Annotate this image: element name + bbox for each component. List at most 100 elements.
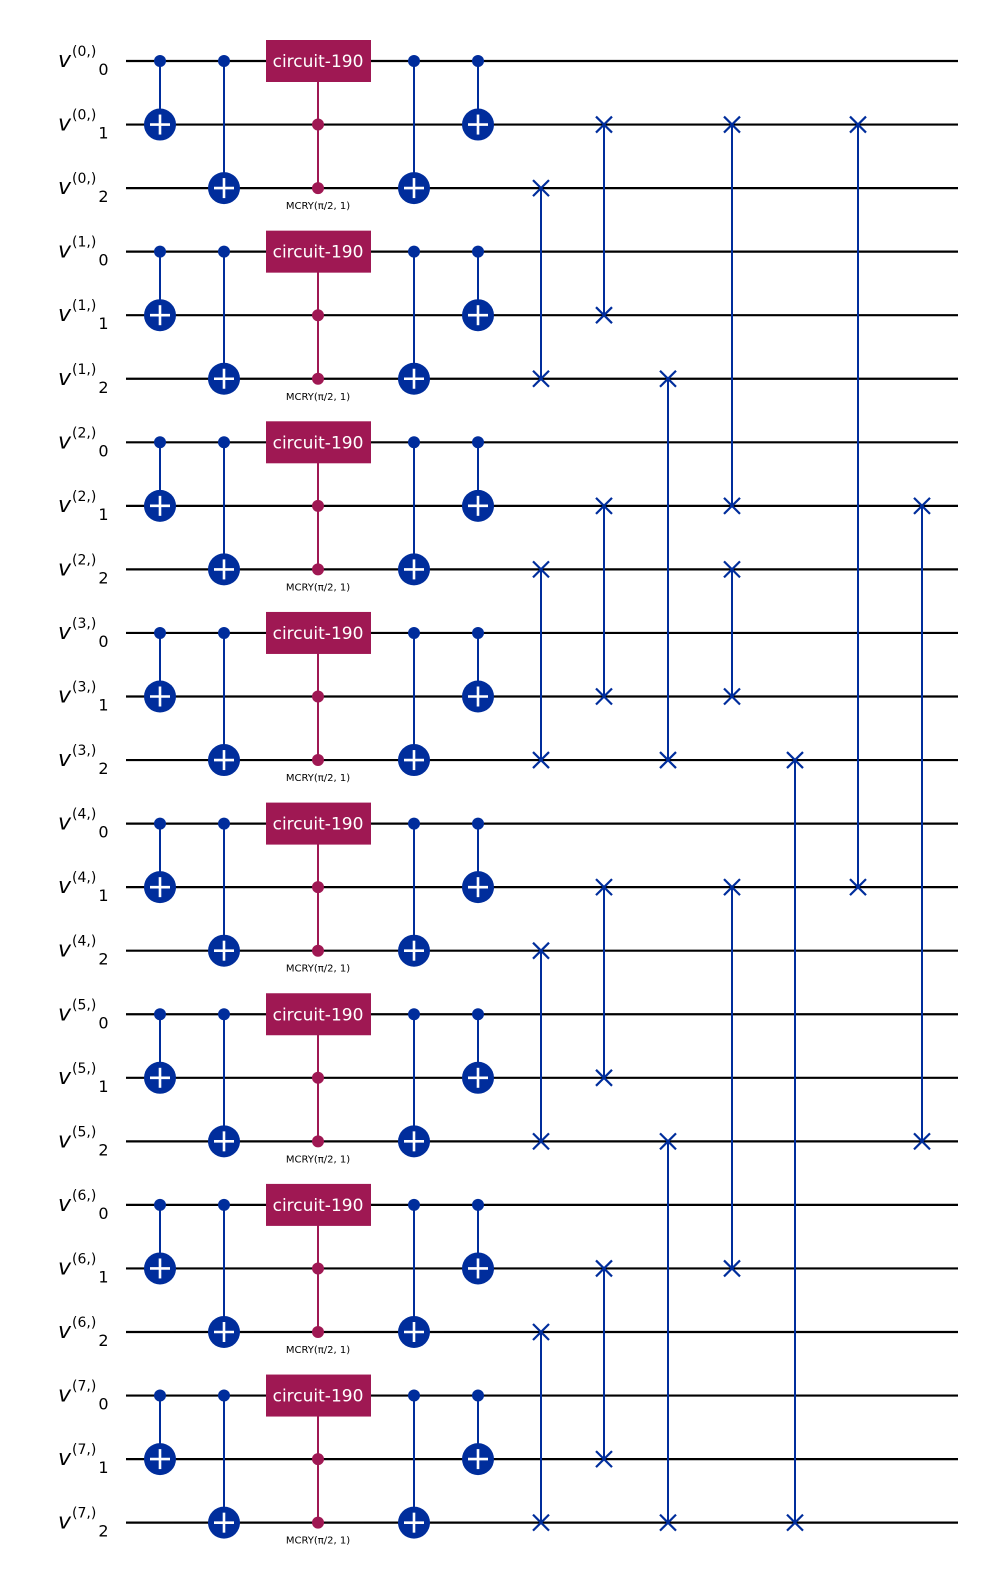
control-dot [218,436,230,449]
control-dot [154,626,166,639]
gate-label: circuit-190 [273,243,364,263]
mcry-control-dot [312,372,324,385]
swap-gate [595,497,613,706]
control-dot [408,1008,420,1021]
swap-cross-b [849,878,867,896]
control-dot [154,245,166,258]
cnot-gate [144,1389,176,1476]
qubit-label: v(3,)1 [58,680,109,715]
swap-cross-b [723,878,741,896]
gate-label: circuit-190 [273,1005,364,1025]
qubit-label: v(7,)1 [58,1442,109,1477]
qubit-label: v(7,)0 [58,1379,109,1414]
mcry-control-dot [312,1453,324,1466]
cnot-gate [208,245,240,395]
qubit-label: v(6,)1 [58,1251,109,1286]
cnot-gate [398,1198,430,1348]
swap-cross-b [532,751,550,769]
mcry-control-dot [312,1516,324,1529]
swap-cross-b [532,179,550,197]
swap-cross-b [532,1132,550,1151]
swap-cross-b [595,497,613,515]
swap-gate [532,560,550,769]
control-dot [472,626,484,639]
cnot-gate [462,436,494,522]
cnot-gate [462,1008,494,1094]
swap-cross-b [723,1259,741,1278]
cnot-gate [398,817,430,967]
swap-gate [786,751,804,1532]
swap-cross-b [723,687,741,706]
cnot-gate [462,1198,494,1285]
cnot-gate [462,55,494,141]
swap-cross-b [595,1069,613,1087]
mcry-control-dot [312,1071,324,1084]
cnot-gate [144,626,176,713]
mcry-box [266,611,371,654]
qubit-label: v(4,)1 [58,870,109,905]
swap-cross-b [659,1513,677,1532]
control-dot [472,1008,484,1021]
qubit-labels: v(0,)0v(0,)1v(0,)2v(1,)0v(1,)1v(1,)2v(2,… [58,44,109,1541]
mcry-box [266,1374,371,1417]
control-dot [154,1008,166,1021]
control-dot [218,55,230,67]
swap-cross-b [595,878,613,896]
cnot-gate [208,1198,240,1348]
swap-cross-b [913,497,931,515]
swap-gate [849,115,867,896]
swap-gate [532,1323,550,1532]
gate-label: circuit-190 [273,1387,364,1407]
control-dot [154,436,166,449]
swap-cross-b [659,369,677,388]
swap-cross-b [723,560,741,579]
swap-cross-b [595,1450,613,1468]
control-dot [472,245,484,258]
qubit-label: v(0,)0 [58,44,109,79]
swap-cross-b [786,1513,804,1532]
gate-label: circuit-190 [273,433,364,453]
gate-label: circuit-190 [273,815,364,835]
gate-label: circuit-190 [273,52,364,72]
qubit-label: v(1,)0 [58,235,109,270]
mcry-label: MCRY(π/2, 1) [286,392,350,403]
swap-cross-b [723,497,741,515]
qubit-label: v(4,)0 [58,807,109,842]
qubit-label: v(2,)1 [58,489,109,524]
cnot-gate [144,1008,176,1094]
mcry-label: MCRY(π/2, 1) [286,964,350,975]
cnot-gate [144,817,176,904]
swap-cross-b [532,941,550,960]
cnot-gate [144,436,176,522]
control-dot [472,436,484,449]
gate-label: circuit-190 [273,1196,364,1216]
qubit-label: v(2,)0 [58,425,109,460]
cnot-gate [462,626,494,713]
mcry-box [266,421,371,464]
cnot-gate [462,817,494,904]
qubit-label: v(0,)1 [58,108,109,143]
qubit-label: v(5,)0 [58,997,109,1032]
cnot-gate [208,55,240,205]
control-dot [218,1198,230,1211]
cnot-gate [144,245,176,332]
mcry-label: MCRY(π/2, 1) [286,1536,350,1547]
swap-gate [723,878,741,1278]
cnot-gate [398,1389,430,1539]
swap-cross-b [659,1132,677,1151]
cnot-gate [144,1198,176,1285]
mcry-label: MCRY(π/2, 1) [286,1345,350,1356]
cnot-gate [398,626,430,777]
swap-gate [659,369,677,769]
swap-cross-b [595,687,613,706]
qubit-label: v(3,)2 [58,743,109,778]
swap-cross-b [913,1132,931,1151]
qubit-label: v(4,)2 [58,934,109,969]
mcry-label: MCRY(π/2, 1) [286,582,350,593]
mcry-label: MCRY(π/2, 1) [286,201,350,212]
cnot-gate [208,1008,240,1158]
cnot-gate [398,55,430,205]
